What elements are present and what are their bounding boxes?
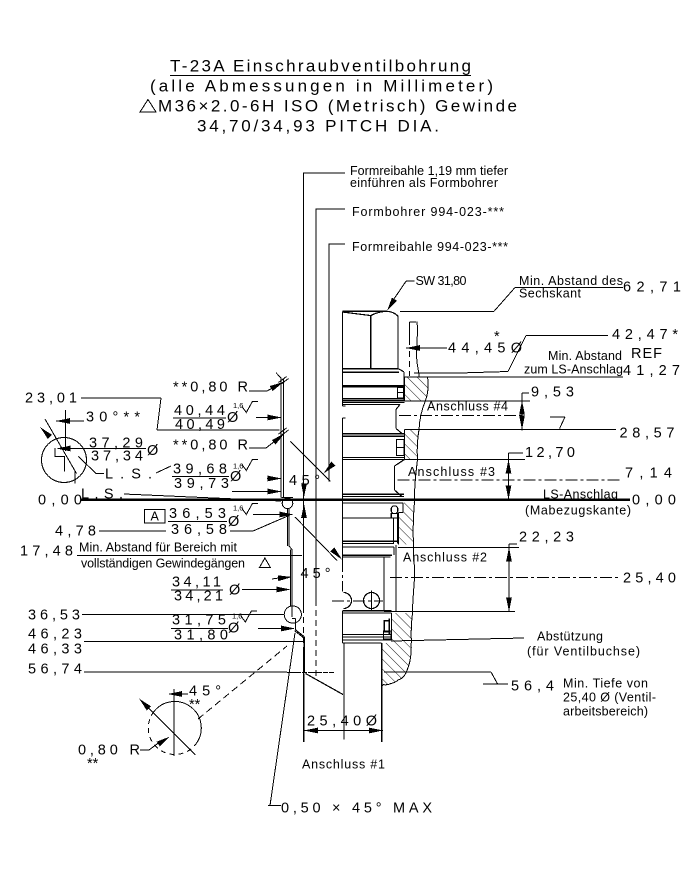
svg-text:Min. Abstand für Bereich mit: Min. Abstand für Bereich mit — [79, 541, 238, 555]
svg-text:Ø: Ø — [228, 514, 239, 530]
svg-text:LS-Anschlag: LS-Anschlag — [543, 488, 618, 502]
svg-text:45°: 45° — [301, 566, 331, 582]
svg-text:Abstützung: Abstützung — [537, 630, 603, 644]
svg-text:0,00: 0,00 — [38, 493, 82, 509]
svg-text:46,23: 46,23 — [28, 627, 82, 643]
svg-text:L.S.: L.S. — [105, 467, 152, 483]
svg-text:1,6: 1,6 — [233, 462, 243, 471]
svg-text:22,23: 22,23 — [519, 530, 574, 546]
svg-text:39,73: 39,73 — [174, 476, 229, 492]
svg-text:0,00: 0,00 — [632, 493, 676, 509]
svg-text:36,58: 36,58 — [171, 522, 227, 538]
svg-text:T-23A Einschraubventilbohrung: T-23A Einschraubventilbohrung — [170, 57, 471, 76]
svg-text:12,70: 12,70 — [525, 445, 575, 461]
svg-text:Anschluss #1: Anschluss #1 — [302, 758, 385, 772]
svg-text:39,68: 39,68 — [173, 462, 227, 478]
svg-text:36,53: 36,53 — [169, 506, 226, 522]
svg-text:Min. Abstand des: Min. Abstand des — [519, 274, 623, 288]
svg-text:einführen als Formbohrer: einführen als Formbohrer — [350, 176, 498, 190]
svg-text:25,40: 25,40 — [623, 571, 676, 587]
svg-text:Ø: Ø — [227, 410, 238, 426]
svg-text:Formreibahle 1,19 mm tiefer: Formreibahle 1,19 mm tiefer — [350, 164, 508, 178]
svg-text:37,29: 37,29 — [89, 436, 143, 452]
svg-text:Ø: Ø — [230, 469, 241, 485]
svg-text:37,34: 37,34 — [91, 449, 143, 465]
svg-text:1,6: 1,6 — [232, 612, 242, 621]
svg-text:Min. Tiefe von: Min. Tiefe von — [563, 677, 648, 691]
svg-text:25,40 Ø (Ventil-: 25,40 Ø (Ventil- — [563, 691, 656, 705]
svg-text:31,75: 31,75 — [172, 613, 226, 629]
svg-text:40,49: 40,49 — [175, 417, 225, 433]
svg-text:Anschluss #2: Anschluss #2 — [403, 551, 487, 565]
svg-text:41,27: 41,27 — [623, 363, 680, 379]
svg-text:Anschluss #3: Anschluss #3 — [408, 465, 495, 479]
svg-text:SW 31,80: SW 31,80 — [416, 274, 467, 288]
svg-text:Anschluss #4: Anschluss #4 — [427, 400, 508, 414]
svg-text:1,6: 1,6 — [233, 504, 243, 513]
svg-text:0,80 R: 0,80 R — [78, 743, 140, 759]
svg-text:Ø: Ø — [228, 621, 239, 637]
svg-text:23,01: 23,01 — [25, 391, 77, 407]
svg-text:(Mabezugskante): (Mabezugskante) — [525, 504, 631, 518]
svg-text:34,21: 34,21 — [174, 589, 223, 605]
svg-text:56,74: 56,74 — [28, 662, 82, 678]
svg-text:**0,80 R: **0,80 R — [173, 438, 248, 454]
svg-text:34,11: 34,11 — [172, 575, 221, 591]
svg-text:28,57: 28,57 — [620, 426, 675, 442]
svg-text:M36×2.0-6H ISO (Metrisch) Gewi: M36×2.0-6H ISO (Metrisch) Gewinde — [158, 97, 517, 116]
svg-text:30°**: 30°** — [86, 410, 140, 426]
svg-text:Formreibahle 994-023-***: Formreibahle 994-023-*** — [352, 240, 508, 254]
svg-text:7,14: 7,14 — [625, 466, 672, 482]
svg-text:31,80: 31,80 — [174, 628, 228, 644]
svg-text:REF: REF — [631, 346, 662, 362]
svg-text:vollständigen Gewindegängen: vollständigen Gewindegängen — [81, 557, 245, 571]
svg-text:1,6: 1,6 — [233, 401, 243, 410]
svg-text:Ø: Ø — [229, 583, 240, 599]
svg-text:Ø: Ø — [147, 443, 158, 459]
svg-text:A: A — [151, 510, 160, 524]
svg-text:Min. Abstand: Min. Abstand — [548, 349, 622, 363]
svg-text:56,4: 56,4 — [511, 679, 554, 695]
svg-text:62,71: 62,71 — [623, 280, 681, 296]
svg-text:**: ** — [87, 756, 99, 772]
svg-text:Sechskant: Sechskant — [519, 287, 582, 301]
svg-text:17,48: 17,48 — [20, 544, 73, 560]
svg-text:**: ** — [189, 697, 201, 713]
svg-text:36,53: 36,53 — [28, 608, 80, 624]
svg-text:46,33: 46,33 — [28, 642, 82, 658]
svg-text:(für Ventilbuchse): (für Ventilbuchse) — [527, 645, 640, 659]
svg-text:9,53: 9,53 — [531, 385, 574, 401]
svg-text:zum LS-Anschlag: zum LS-Anschlag — [524, 363, 623, 377]
svg-text:(alle Abmessungen in Millimete: (alle Abmessungen in Millimeter) — [150, 77, 493, 96]
svg-text:25,40Ø: 25,40Ø — [307, 714, 377, 730]
svg-text:34,70/34,93 PITCH DIA.: 34,70/34,93 PITCH DIA. — [197, 117, 439, 136]
svg-text:*: * — [494, 329, 500, 345]
svg-text:4,78: 4,78 — [55, 524, 96, 540]
svg-text:44,45Ø: 44,45Ø — [448, 341, 522, 357]
svg-text:**0,80 R: **0,80 R — [173, 380, 248, 396]
svg-text:Formbohrer 994-023-***: Formbohrer 994-023-*** — [352, 205, 504, 219]
svg-text:0,50 × 45° MAX: 0,50 × 45° MAX — [281, 801, 432, 817]
svg-text:arbeitsbereich): arbeitsbereich) — [563, 705, 648, 719]
svg-text:40,44: 40,44 — [174, 403, 225, 419]
svg-text:42,47*: 42,47* — [612, 327, 678, 343]
